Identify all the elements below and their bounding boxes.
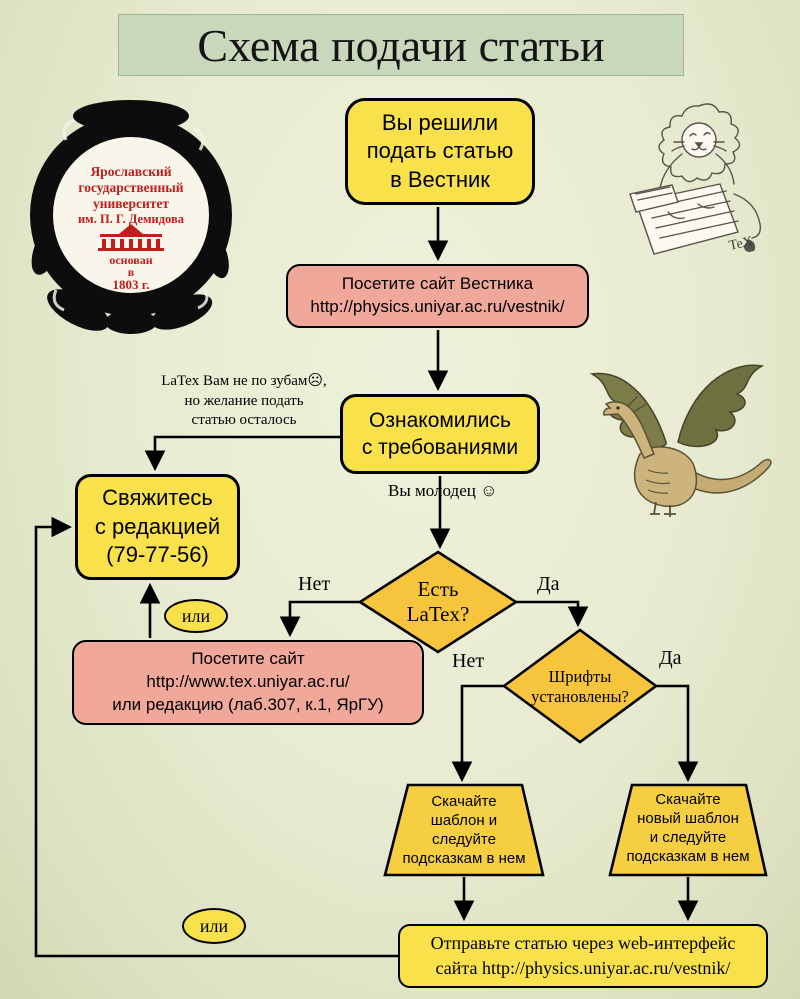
lion-paper-small <box>629 184 679 213</box>
node-contact-editorial: Свяжитесь с редакцией (79-77-56) <box>75 474 240 580</box>
decision-has-latex-label: Есть LaTex? <box>406 577 470 627</box>
lion-tex-label: TeX <box>728 234 755 254</box>
emblem-line: государственный <box>78 180 183 195</box>
emblem-line: Ярославский <box>90 164 171 179</box>
university-emblem: Ярославский государственный университет … <box>30 100 232 334</box>
dragon-neck-head <box>603 401 656 459</box>
emblem-line: университет <box>93 196 169 211</box>
decision-fonts-installed <box>501 628 659 744</box>
dragon-tail <box>681 458 772 494</box>
emblem-founded-line: основан <box>109 253 152 267</box>
branch-label-yes-latex: Да <box>537 573 560 595</box>
node-visit-tex-site: Посетите сайт http://www.tex.uniyar.ac.r… <box>72 640 424 725</box>
decision-fonts-label: Шрифты установлены? <box>531 667 629 706</box>
arrow-requirements-to-contact <box>144 435 340 472</box>
emblem-founded-line: в <box>128 265 135 279</box>
university-building-icon <box>98 224 164 251</box>
branch-label-yes-fonts: Да <box>659 647 682 669</box>
node-send-article: Отправьте статью через web-интерфейс сай… <box>398 924 768 988</box>
node-start: Вы решили подать статью в Вестник <box>345 98 535 205</box>
node-requirements: Ознакомились с требованиями <box>340 394 540 474</box>
or-connector-2: или <box>182 908 246 944</box>
emblem-curl-highlights <box>52 118 209 312</box>
arrow-fonts-no-to-template <box>451 684 504 783</box>
decision-has-latex <box>357 550 519 654</box>
trapezoid-template <box>383 783 545 877</box>
emblem-founded-line: 1803 г. <box>113 277 150 292</box>
trapezoid-template-label: Скачайте шаблон и следуйте подсказкам в … <box>402 793 526 868</box>
arrow-fonts-yes-to-new-template <box>656 684 699 783</box>
dragon-illustration <box>589 364 772 517</box>
or-connector-1: или <box>164 599 228 633</box>
lion-face <box>681 122 717 158</box>
node-visit-site: Посетите сайт Вестника http://physics.un… <box>286 264 589 328</box>
note-well-done: Вы молодец ☺ <box>388 481 498 500</box>
lion-mane <box>658 103 741 183</box>
arrow-send-loop-to-contact <box>34 516 398 958</box>
trapezoid-new-template-label: Скачайте новый шаблон и следуйте подсказ… <box>626 791 750 866</box>
page-title: Схема подачи статьи <box>118 14 684 76</box>
branch-label-no-fonts: Нет <box>452 650 485 672</box>
trapezoid-new-template <box>608 783 768 877</box>
branch-label-no-latex: Нет <box>298 573 331 595</box>
arrow-decision-no-to-visit-tex <box>279 600 360 638</box>
ctan-lion-illustration: TeX <box>629 103 762 255</box>
emblem-line: им. П. Г. Демидова <box>78 212 185 226</box>
dragon-right-wing <box>677 364 765 448</box>
arrow-decision-yes-to-fonts <box>516 600 589 628</box>
note-latex-too-hard: LaTex Вам не по зубам☹, но желание подат… <box>161 373 327 428</box>
